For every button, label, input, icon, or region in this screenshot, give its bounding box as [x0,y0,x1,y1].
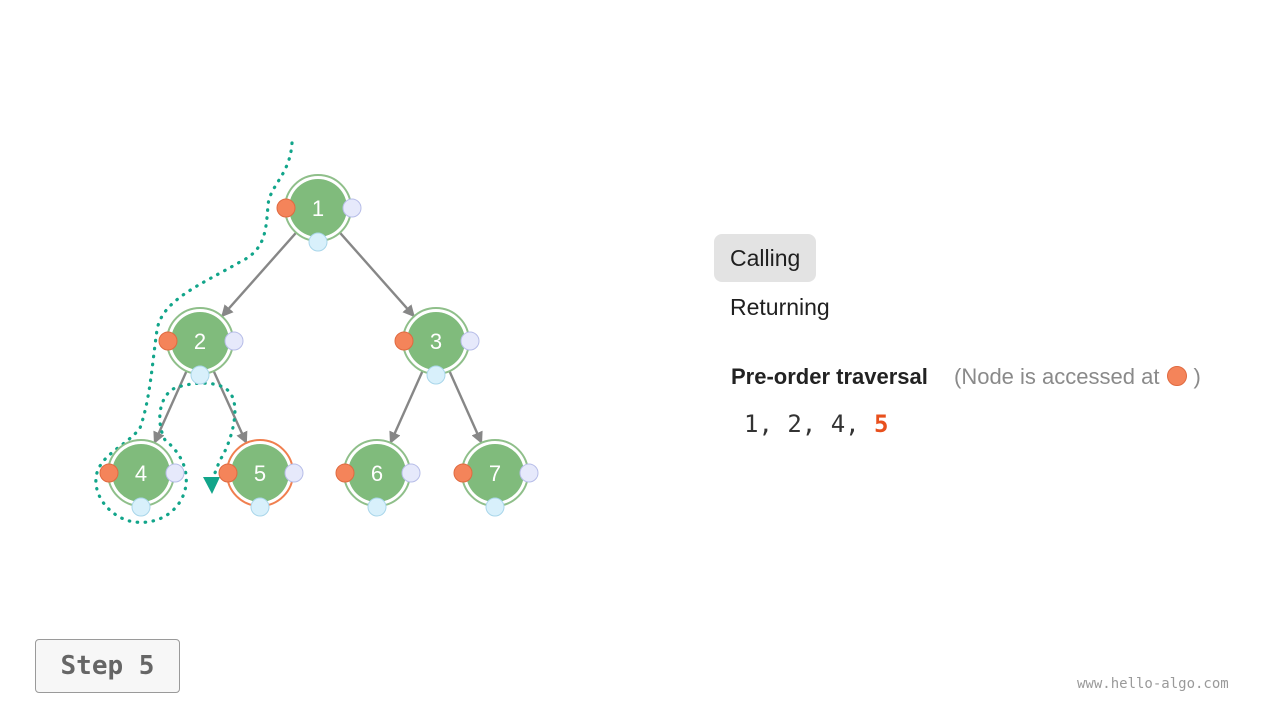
in-order-dot-icon [190,365,210,385]
in-order-dot-icon [367,497,387,517]
pre-order-dot-icon [99,463,119,483]
post-order-dot-icon [519,463,539,483]
tree-node-5: 5 [218,439,304,517]
node-label: 7 [489,461,501,486]
tree-node-4: 4 [99,439,185,517]
node-label: 2 [194,329,206,354]
pre-order-dot-icon [453,463,473,483]
tree-node-2: 2 [158,307,244,385]
node-body [231,444,289,502]
tree-node-6: 6 [335,439,421,517]
node-label: 4 [135,461,147,486]
node-body [348,444,406,502]
post-order-dot-icon [401,463,421,483]
site-url: www.hello-algo.com [1077,676,1229,692]
node-label: 5 [254,461,266,486]
traversal-title: Pre-order traversal [731,364,928,389]
node-label: 1 [312,196,324,221]
edge-n1-n2 [221,229,299,318]
pre-order-dot-icon [276,198,296,218]
edge-n3-n6 [389,367,425,444]
state-calling: Calling [714,234,817,282]
pre-order-dot-icon [1167,366,1188,386]
node-body [171,312,229,370]
post-order-dot-icon [460,331,480,351]
tree-node-3: 3 [394,307,480,385]
pre-order-dot-icon [218,463,238,483]
in-order-dot-icon [250,497,270,517]
node-body [289,179,347,237]
edge-n3-n7 [447,367,483,444]
edge-n1-n3 [337,229,415,318]
tree-node-1: 1 [276,174,362,252]
traversal-note-suffix: ) [1193,364,1201,389]
post-order-dot-icon [342,198,362,218]
edge-n2-n5 [211,367,248,445]
traversal-note-prefix: (Node is accessed at [954,364,1160,389]
pre-order-dot-icon [335,463,355,483]
node-label: 3 [430,329,442,354]
state-returning: Returning [730,294,830,320]
node-body [466,444,524,502]
step-indicator: Step 5 [35,639,180,693]
traversal-sequence: 1, 2, 4, 5 [744,410,889,438]
visited-sequence: 1, 2, 4, [744,410,875,438]
tree-node-7: 7 [453,439,539,517]
node-body [407,312,465,370]
in-order-dot-icon [131,497,151,517]
binary-tree-diagram: 1 2 3 4 5 6 7 [94,141,539,524]
post-order-dot-icon [165,463,185,483]
node-label: 6 [371,461,383,486]
edge-n2-n4 [153,367,189,444]
pre-order-dot-icon [394,331,414,351]
post-order-dot-icon [224,331,244,351]
path-arrowhead-icon [203,477,220,494]
traversal-path [94,141,294,524]
current-visited-node: 5 [874,410,889,438]
in-order-dot-icon [426,365,446,385]
pre-order-dot-icon [158,331,178,351]
in-order-dot-icon [485,497,505,517]
node-body [112,444,170,502]
in-order-dot-icon [308,232,328,252]
traversal-note: (Node is accessed at) [954,364,1201,390]
post-order-dot-icon [284,463,304,483]
